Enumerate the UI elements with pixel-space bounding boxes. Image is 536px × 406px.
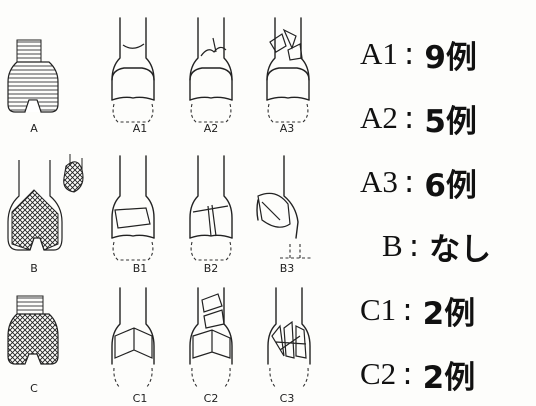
stat-colon: : xyxy=(409,228,419,264)
stat-count: 5例 xyxy=(424,96,477,141)
stat-row-a2: A2 : 5例 xyxy=(360,86,536,150)
b3-bone xyxy=(257,156,312,258)
label-c3: C3 xyxy=(280,392,295,405)
stat-colon: : xyxy=(404,100,414,136)
stat-count: 6例 xyxy=(424,160,477,205)
type-a-schematic xyxy=(8,40,58,112)
c2-bone xyxy=(190,288,232,388)
stat-row-c1: C1 : 2例 xyxy=(360,278,536,342)
type-c-schematic xyxy=(8,296,58,364)
stat-count: なし xyxy=(429,224,491,269)
stat-row-a3: A3 : 6例 xyxy=(360,150,536,214)
stat-code: C1 xyxy=(360,292,396,328)
c3-bone xyxy=(268,288,310,388)
label-b2: B2 xyxy=(204,262,219,275)
label-b3: B3 xyxy=(280,262,295,275)
type-b-schematic xyxy=(8,154,83,250)
label-type-b: B xyxy=(30,262,38,275)
stat-code: A3 xyxy=(360,164,398,200)
stat-row-c2: C2 : 2例 xyxy=(360,342,536,406)
stat-colon: : xyxy=(404,36,414,72)
label-b1: B1 xyxy=(133,262,148,275)
label-type-a: A xyxy=(30,122,38,135)
a2-bone xyxy=(190,18,232,122)
a1-bone xyxy=(112,18,154,122)
case-count-list: A1 : 9例 A2 : 5例 A3 : 6例 B : なし C1 : 2例 C… xyxy=(360,22,536,406)
label-c1: C1 xyxy=(133,392,148,405)
stat-code: C2 xyxy=(360,356,396,392)
stat-code: B xyxy=(382,228,403,264)
a3-bone xyxy=(267,18,309,122)
stat-count: 9例 xyxy=(424,32,477,77)
label-a1: A1 xyxy=(133,122,148,135)
stat-row-a1: A1 : 9例 xyxy=(360,22,536,86)
label-a2: A2 xyxy=(204,122,219,135)
b2-bone xyxy=(190,156,232,260)
stat-count: 2例 xyxy=(423,352,476,397)
stat-code: A1 xyxy=(360,36,398,72)
stat-colon: : xyxy=(402,292,412,328)
c1-bone xyxy=(112,288,154,388)
stat-count: 2例 xyxy=(423,288,476,333)
stat-colon: : xyxy=(402,356,412,392)
b1-bone xyxy=(112,156,154,260)
stat-code: A2 xyxy=(360,100,398,136)
fracture-diagram: A A1 A2 A3 B xyxy=(0,0,356,406)
label-a3: A3 xyxy=(280,122,295,135)
label-type-c: C xyxy=(30,382,38,395)
label-c2: C2 xyxy=(204,392,219,405)
stat-colon: : xyxy=(404,164,414,200)
stat-row-b: B : なし xyxy=(360,214,536,278)
